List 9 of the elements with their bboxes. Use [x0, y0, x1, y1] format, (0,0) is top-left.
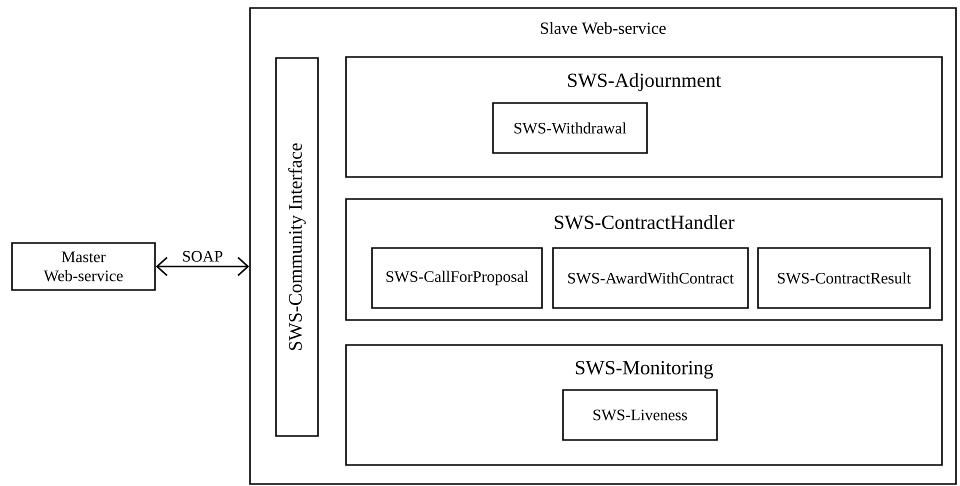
component-box: SWS-CallForProposal: [371, 247, 543, 309]
arrow: [156, 256, 250, 276]
interface-box: SWS-Community Interface: [275, 57, 319, 437]
component-box: Master Web-service: [11, 242, 156, 291]
component-box: SWS-Liveness: [562, 389, 718, 441]
component-box: SWS-AwardWithContract: [552, 247, 749, 309]
component-box: SWS-ContractResult: [757, 247, 931, 309]
edge-label: SOAP: [180, 248, 225, 264]
component-box: SWS-Withdrawal: [492, 102, 648, 154]
